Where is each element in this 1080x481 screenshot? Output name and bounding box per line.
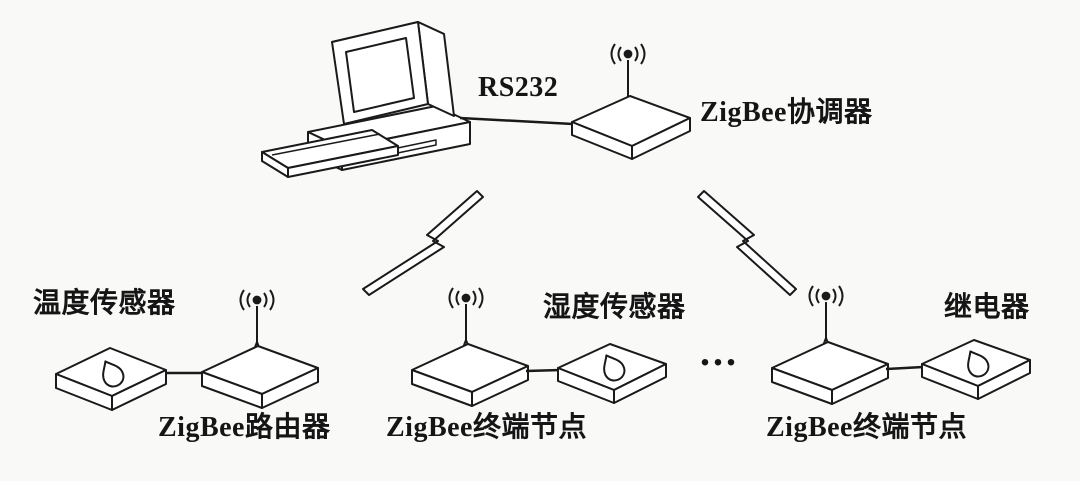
end-node-device-1 [411, 287, 529, 407]
router-device [201, 289, 319, 409]
router-label: ZigBee路由器 [158, 412, 331, 443]
end-node-1-label: ZigBee终端节点 [386, 412, 587, 443]
relay-device [921, 339, 1031, 400]
device-link-line [885, 365, 924, 371]
rs232-label: RS232 [478, 72, 559, 103]
end-node-2-label: ZigBee终端节点 [766, 412, 967, 443]
computer-keyboard [261, 129, 399, 178]
temperature-sensor-device [55, 347, 167, 411]
humidity-sensor-device [557, 343, 667, 404]
computer-monitor [331, 21, 455, 125]
computer-illustration [261, 21, 471, 178]
coordinator-label: ZigBee协调器 [700, 97, 873, 128]
device-link-line [525, 368, 562, 373]
humidity-sensor-label: 湿度传感器 [543, 292, 686, 323]
rs232-link-line [459, 116, 574, 126]
temperature-sensor-label: 温度传感器 [33, 288, 176, 319]
wireless-link-bolt-left [362, 190, 484, 296]
wireless-link-bolt-right [697, 190, 797, 296]
coordinator-device [571, 43, 691, 160]
relay-label: 继电器 [944, 292, 1030, 323]
ellipsis-label: ... [700, 329, 739, 374]
end-node-device-2 [771, 285, 889, 405]
